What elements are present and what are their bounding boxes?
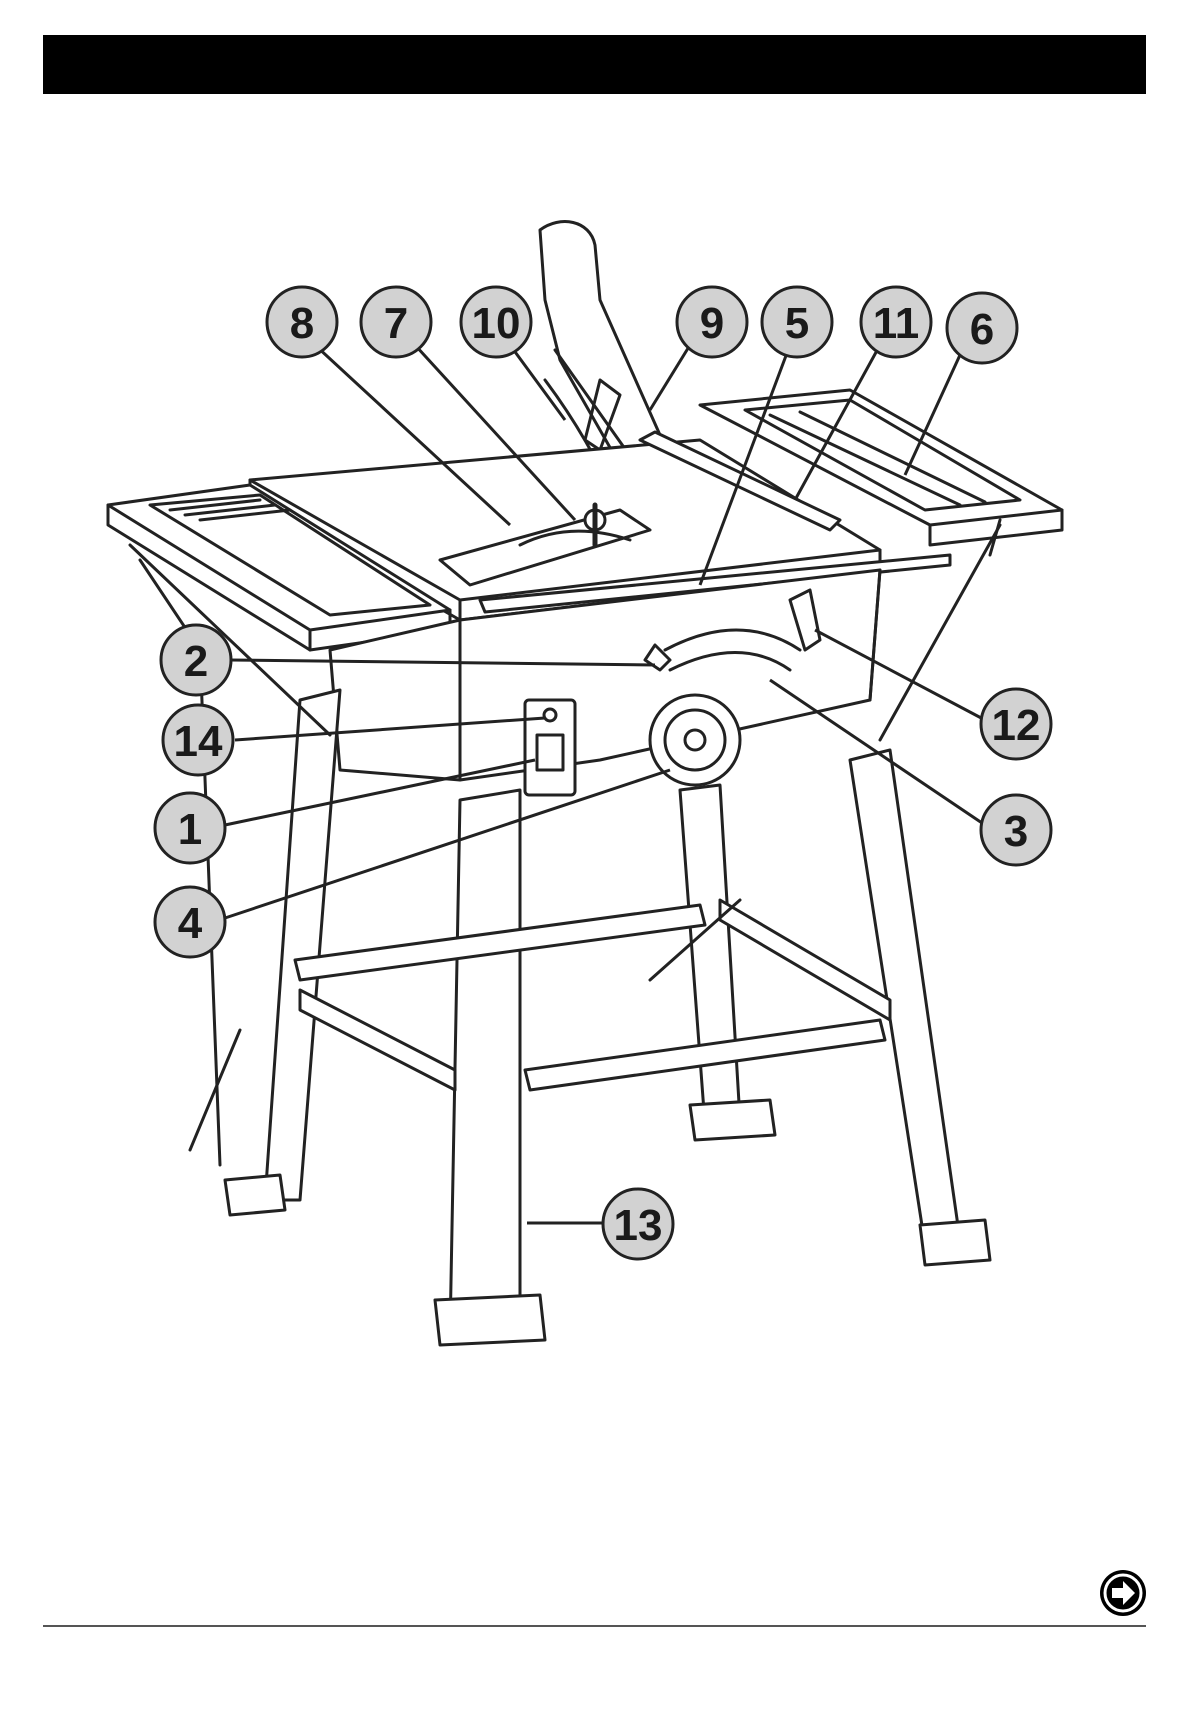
callout-11: 11 — [861, 287, 931, 357]
callout-14: 14 — [163, 705, 233, 775]
svg-text:4: 4 — [178, 899, 203, 948]
svg-text:13: 13 — [614, 1201, 663, 1250]
callout-10: 10 — [461, 287, 531, 357]
svg-text:10: 10 — [472, 299, 521, 348]
svg-text:8: 8 — [290, 299, 314, 348]
leader-10 — [510, 345, 565, 420]
callout-4: 4 — [155, 887, 225, 957]
callout-12: 12 — [981, 689, 1051, 759]
svg-text:11: 11 — [873, 299, 920, 348]
callout-1: 1 — [155, 793, 225, 863]
callout-5: 5 — [762, 287, 832, 357]
footer-rule — [43, 1625, 1146, 1627]
svg-text:7: 7 — [384, 299, 408, 348]
callout-7: 7 — [361, 287, 431, 357]
svg-text:12: 12 — [992, 701, 1041, 750]
svg-text:1: 1 — [178, 805, 202, 854]
svg-text:2: 2 — [184, 637, 208, 686]
svg-text:5: 5 — [785, 299, 809, 348]
callout-9: 9 — [677, 287, 747, 357]
callout-3: 3 — [981, 795, 1051, 865]
svg-text:6: 6 — [970, 305, 994, 354]
table-saw-drawing — [108, 222, 1062, 1345]
callout-13: 13 — [603, 1189, 673, 1259]
svg-text:9: 9 — [700, 299, 724, 348]
svg-text:14: 14 — [174, 717, 223, 766]
arrow-right-circle-icon[interactable] — [1098, 1568, 1148, 1618]
callout-6: 6 — [947, 293, 1017, 363]
callout-8: 8 — [267, 287, 337, 357]
callout-2: 2 — [161, 625, 231, 695]
svg-text:3: 3 — [1004, 807, 1028, 856]
leader-9 — [650, 345, 690, 410]
